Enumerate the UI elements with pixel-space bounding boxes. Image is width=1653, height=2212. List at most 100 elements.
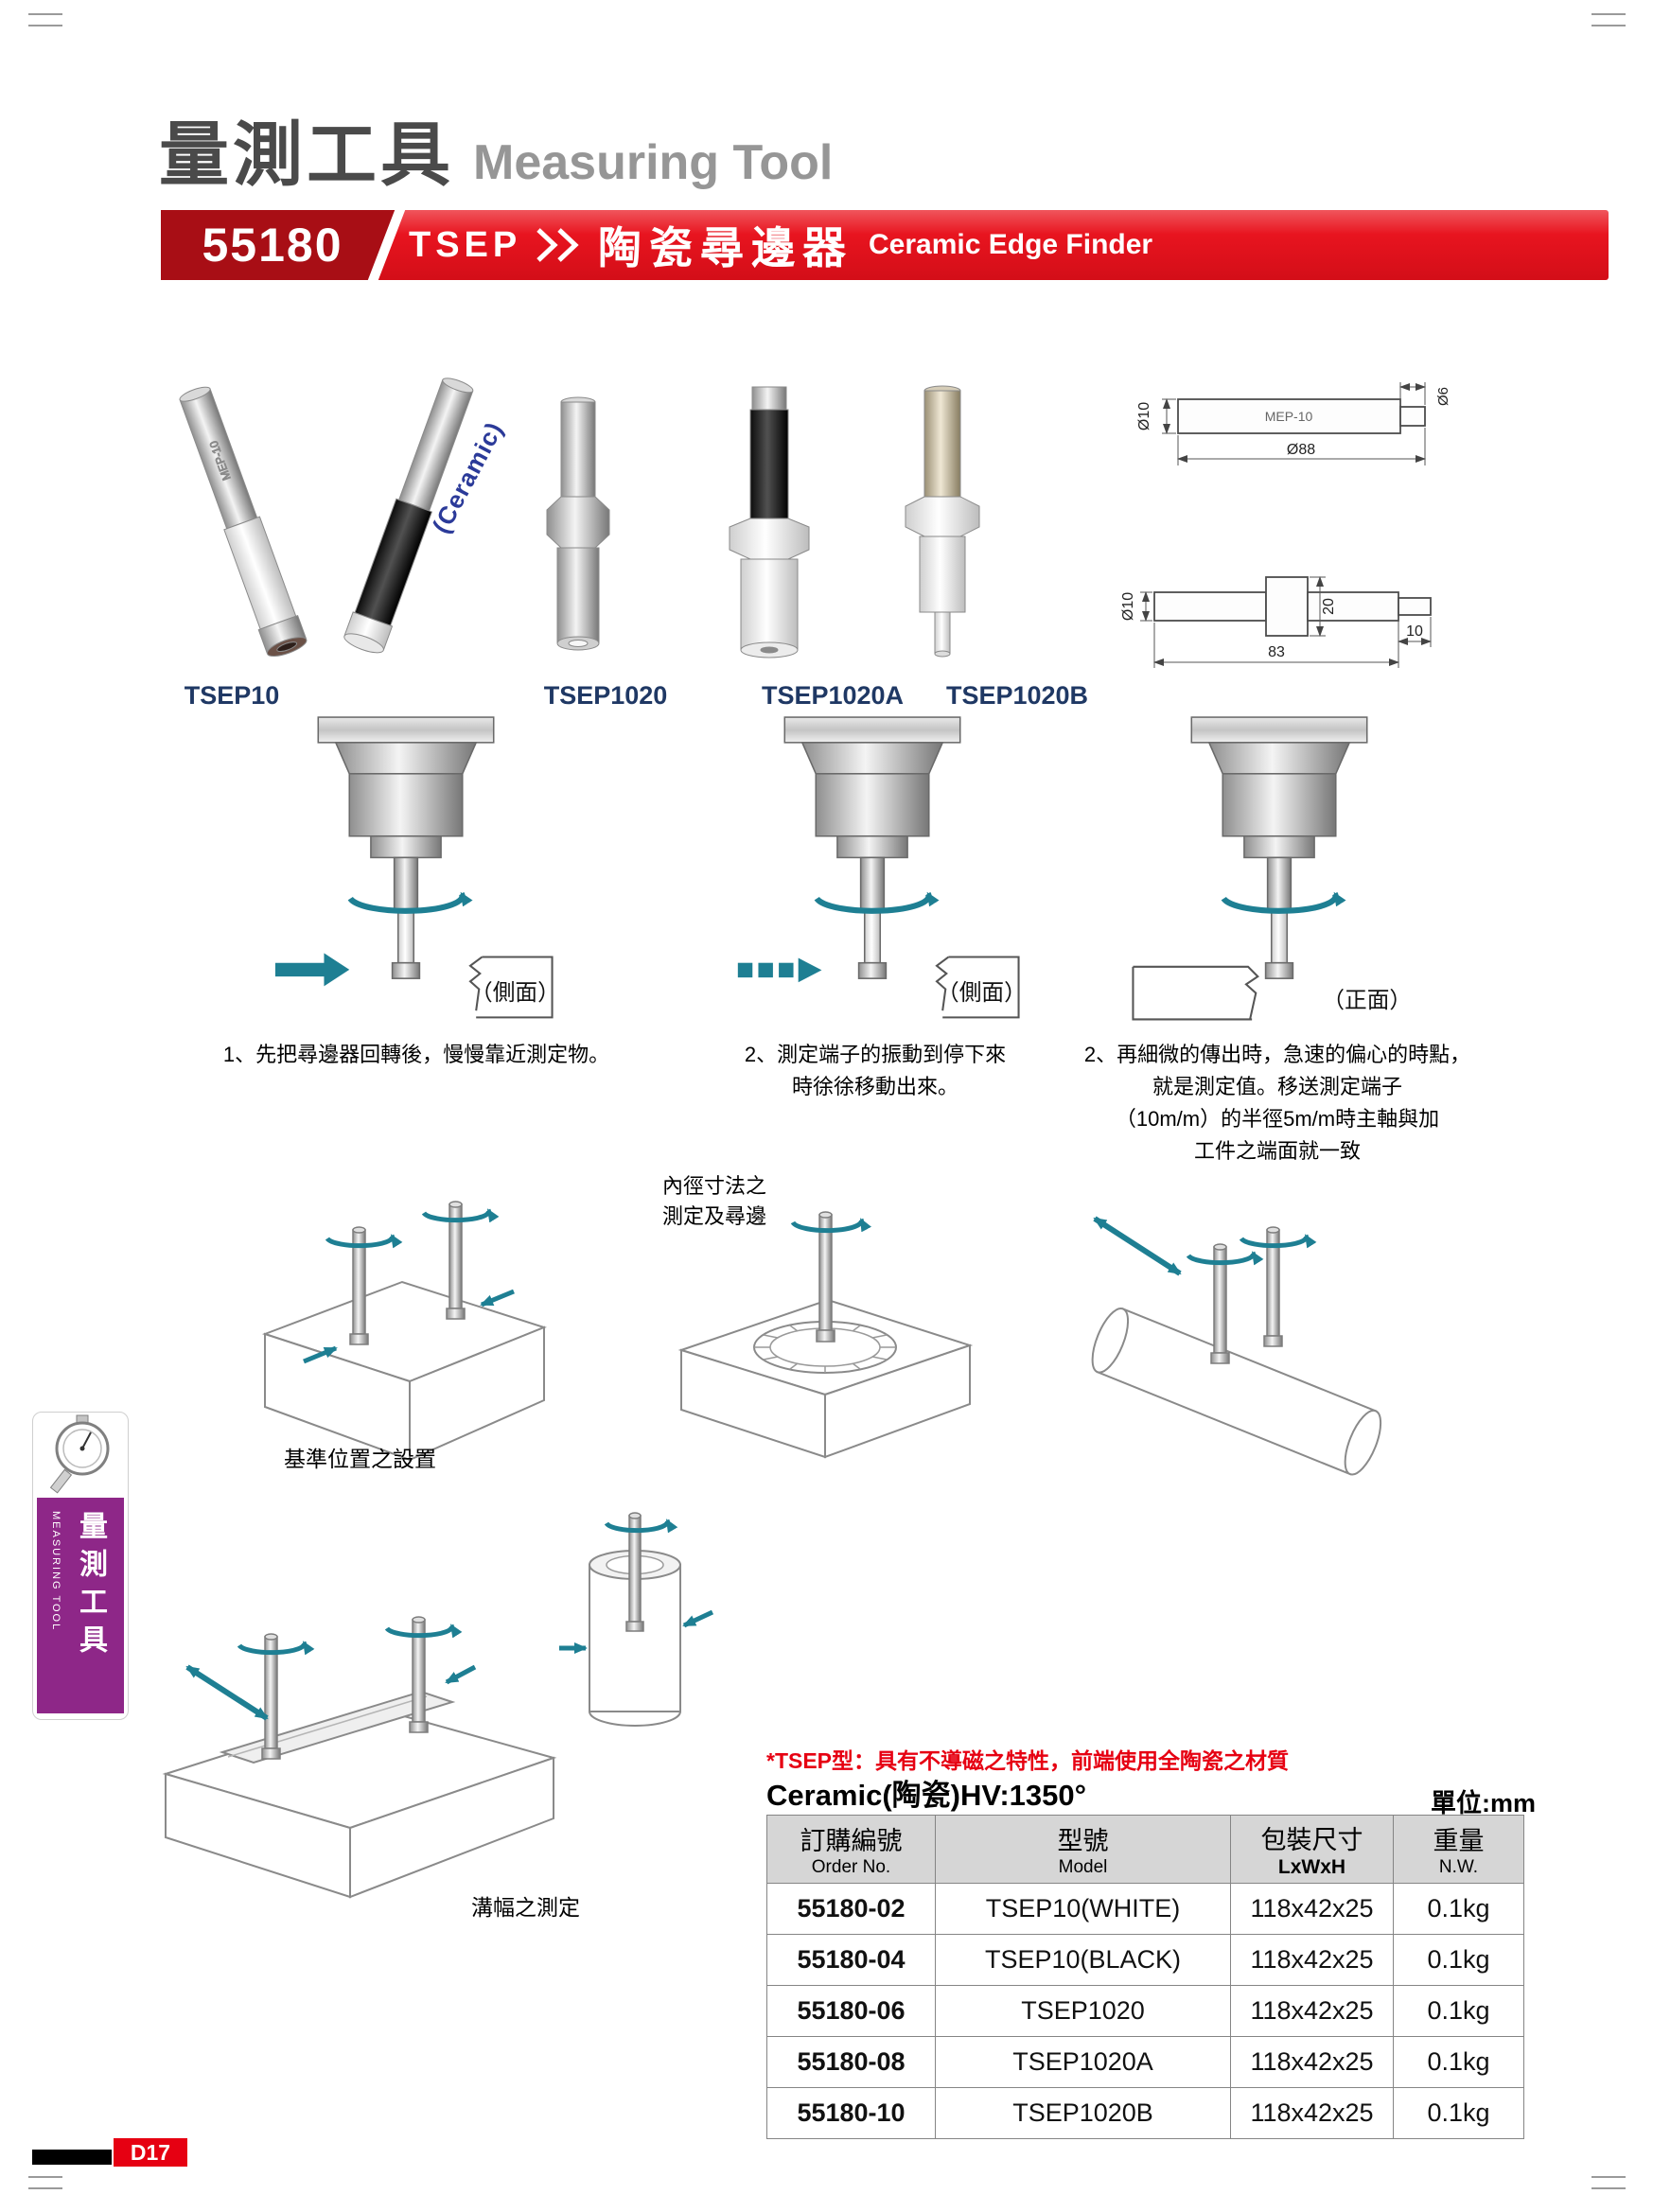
product-photo-tsep1020b bbox=[905, 385, 980, 658]
cell-order-no: 55180-06 bbox=[766, 1985, 936, 2037]
rotation-arrow-icon bbox=[790, 1218, 871, 1234]
sidebar-tab-body: MEASURING TOOL 量測工具 bbox=[37, 1498, 124, 1713]
page-header: 量測工具 Measuring Tool bbox=[159, 98, 833, 200]
double-chevron-icon bbox=[536, 228, 579, 262]
series-name: TSEP bbox=[409, 224, 522, 265]
workpiece-outline bbox=[935, 956, 1020, 1019]
svg-text:83: 83 bbox=[1268, 644, 1285, 660]
product-name-en: Ceramic Edge Finder bbox=[869, 229, 1153, 260]
unit-label: 單位:mm bbox=[1431, 1789, 1537, 1817]
tech-drawing-shank: MEP-10 Ø10 Ø88 Ø6 bbox=[1136, 382, 1451, 465]
double-arrow-icon bbox=[185, 1664, 269, 1721]
svg-text:MEP-10: MEP-10 bbox=[1265, 409, 1313, 424]
page-title-zh: 量測工具 bbox=[159, 115, 454, 194]
rotation-arrow-icon bbox=[604, 1519, 678, 1534]
footer-bar bbox=[32, 2150, 112, 2165]
cell-package-size: 118x42x25 bbox=[1230, 1985, 1394, 2037]
workpiece-outline bbox=[468, 956, 554, 1019]
instruction-caption-2: 2、測定端子的振動到停下來 時徐徐移動出來。 bbox=[744, 1043, 1007, 1099]
product-label-tsep1020: TSEP1020 bbox=[543, 681, 668, 710]
svg-text:Ø10: Ø10 bbox=[1121, 592, 1136, 621]
edge-finder-pin bbox=[409, 1616, 429, 1733]
table-row: 55180-08 TSEP1020A 118x42x25 0.1kg bbox=[766, 2036, 1524, 2088]
product-label-tsep10: TSEP10 bbox=[184, 681, 280, 710]
usage-diagram-slot bbox=[162, 1616, 557, 1899]
cell-weight: 0.1kg bbox=[1393, 1883, 1524, 1935]
table-row: 55180-06 TSEP1020 118x42x25 0.1kg bbox=[766, 1985, 1524, 2037]
cell-order-no: 55180-02 bbox=[766, 1883, 936, 1935]
approach-arrow-icon bbox=[480, 1289, 515, 1308]
product-label-tsep1020a: TSEP1020A bbox=[761, 681, 905, 710]
series-code-block: 55180 bbox=[161, 210, 399, 280]
product-photo-tsep1020a bbox=[729, 386, 810, 658]
cell-model: TSEP1020A bbox=[935, 2036, 1231, 2088]
instruction-diagram-3: （正面） bbox=[1132, 716, 1412, 1021]
workpiece-outline bbox=[1132, 965, 1259, 1021]
ceramic-hardness-spec: Ceramic(陶瓷)HV:1350° bbox=[766, 1779, 1087, 1812]
cell-model: TSEP1020 bbox=[935, 1985, 1231, 2037]
cell-order-no: 55180-10 bbox=[766, 2087, 936, 2139]
cell-weight: 0.1kg bbox=[1393, 1934, 1524, 1986]
table-row: 55180-04 TSEP10(BLACK) 118x42x25 0.1kg bbox=[766, 1934, 1524, 1986]
cell-order-no: 55180-04 bbox=[766, 1934, 936, 1986]
table-row: 55180-02 TSEP10(WHITE) 118x42x25 0.1kg bbox=[766, 1883, 1524, 1935]
cell-package-size: 118x42x25 bbox=[1230, 1934, 1394, 1986]
svg-text:Ø6: Ø6 bbox=[1435, 387, 1451, 406]
sidebar-label-zh: 量測工具 bbox=[75, 1511, 106, 1662]
svg-text:Ø10: Ø10 bbox=[1136, 402, 1152, 430]
product-photo-tsep1020 bbox=[546, 396, 610, 651]
view-label: （正面） bbox=[1322, 989, 1412, 1013]
instruction-diagram-1: （側面） bbox=[274, 716, 560, 1019]
view-label: （側面） bbox=[937, 980, 1027, 1006]
page-title-en: Measuring Tool bbox=[473, 135, 834, 190]
corner-mark bbox=[28, 2176, 62, 2201]
tsep-material-note: *TSEP型：具有不導磁之特性，前端使用全陶瓷之材質 bbox=[766, 1748, 1290, 1773]
product-label-tsep1020b: TSEP1020B bbox=[945, 681, 1089, 710]
cell-package-size: 118x42x25 bbox=[1230, 1883, 1394, 1935]
series-banner: 55180 TSEP 陶瓷尋邊器 Ceramic Edge Finder bbox=[161, 208, 1609, 282]
usage-diagram-cylinder bbox=[1091, 1216, 1382, 1476]
product-name-zh: 陶瓷尋邊器 bbox=[598, 223, 853, 272]
product-photo-tsep10-black bbox=[343, 377, 474, 654]
cell-package-size: 118x42x25 bbox=[1230, 2036, 1394, 2088]
rotation-arrow-icon bbox=[384, 1624, 463, 1639]
approach-arrow-icon bbox=[682, 1609, 714, 1628]
approach-arrow-icon bbox=[445, 1664, 477, 1685]
rotation-arrow-icon bbox=[237, 1641, 315, 1656]
sidebar-section-tab: MEASURING TOOL 量測工具 bbox=[32, 1412, 129, 1720]
cell-weight: 0.1kg bbox=[1393, 1985, 1524, 2037]
edge-finder-pin bbox=[349, 1226, 369, 1345]
dial-gauge-icon bbox=[49, 1414, 110, 1494]
slot-channel bbox=[219, 1690, 456, 1764]
cell-package-size: 118x42x25 bbox=[1230, 2087, 1394, 2139]
rotation-arrow-icon bbox=[814, 891, 940, 914]
rotation-arrow-icon bbox=[1186, 1251, 1264, 1266]
usage-diagram-tube bbox=[559, 1512, 714, 1727]
cell-model: TSEP10(WHITE) bbox=[935, 1883, 1231, 1935]
edge-finder-pin bbox=[625, 1512, 644, 1632]
step-arrow-icon bbox=[737, 957, 822, 983]
cell-weight: 0.1kg bbox=[1393, 2036, 1524, 2088]
edge-finder-pin bbox=[816, 1211, 835, 1343]
instruction-caption-1: 1、先把尋邊器回轉後，慢慢靠近測定物。 bbox=[222, 1043, 610, 1066]
usage-diagram-datum bbox=[261, 1201, 547, 1462]
rotation-arrow-icon bbox=[325, 1234, 403, 1249]
corner-mark bbox=[28, 13, 62, 38]
usage-caption-bore: 內徑寸法之 測定及尋邊 bbox=[662, 1174, 767, 1228]
page-number-badge: D17 bbox=[114, 2138, 187, 2167]
edge-finder-pin bbox=[1210, 1243, 1230, 1364]
view-label: （側面） bbox=[470, 980, 560, 1006]
edge-finder-pin bbox=[1263, 1226, 1283, 1347]
corner-mark bbox=[1591, 13, 1626, 38]
rotation-arrow-icon bbox=[347, 891, 473, 914]
instruction-caption-3: 2、再細微的傳出時，急速的偏心的時點， 就是測定值。移送測定端子 （10m/m）… bbox=[1083, 1043, 1471, 1164]
svg-text:Ø88: Ø88 bbox=[1287, 442, 1315, 458]
usage-diagram-bore bbox=[677, 1211, 974, 1459]
corner-mark bbox=[1591, 2176, 1626, 2201]
